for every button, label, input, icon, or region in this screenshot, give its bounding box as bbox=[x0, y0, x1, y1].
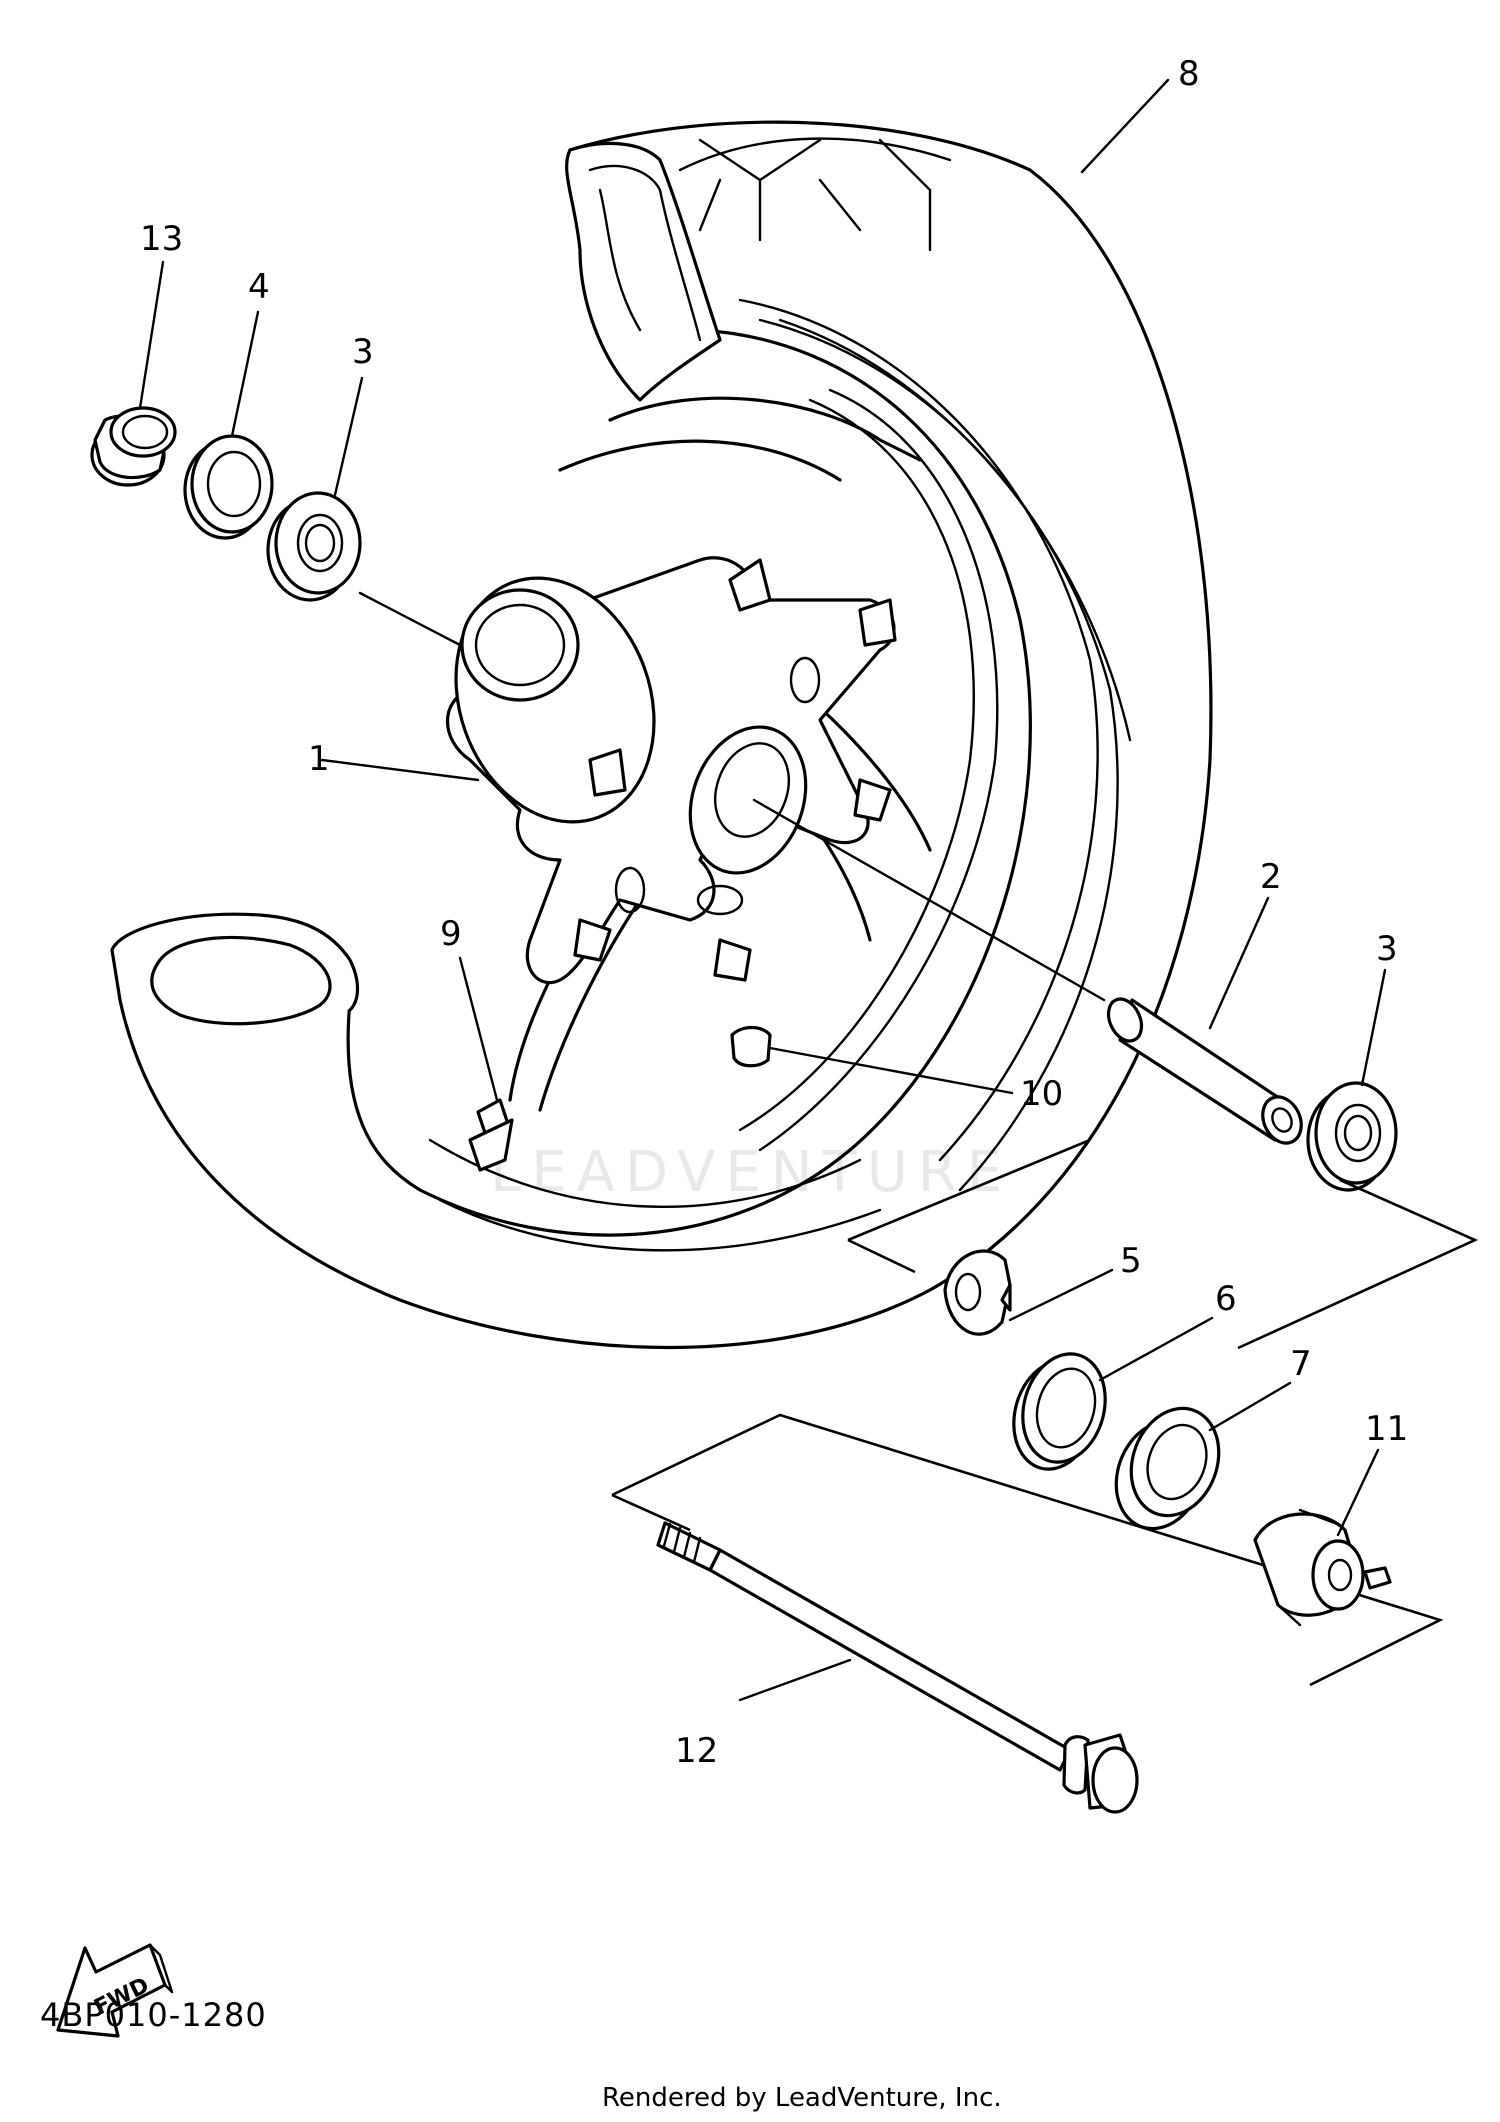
callout-7: 7 bbox=[1290, 1344, 1312, 1384]
bearing-left bbox=[266, 491, 362, 602]
callout-3-right: 3 bbox=[1376, 929, 1398, 969]
fwd-arrow: FWD bbox=[56, 1943, 174, 2038]
air-valve bbox=[468, 1098, 514, 1172]
render-credit: Rendered by LeadVenture, Inc. bbox=[602, 2083, 1002, 2113]
meter-clutch bbox=[943, 1249, 1012, 1336]
wheel-hub bbox=[446, 388, 999, 1152]
part-diagram-code: 4BP010-1280 bbox=[40, 1996, 267, 2034]
callout-3-left: 3 bbox=[352, 332, 374, 372]
callout-8: 8 bbox=[1178, 54, 1200, 94]
oil-seal-right bbox=[1012, 1352, 1107, 1471]
spacer bbox=[1106, 997, 1303, 1145]
callout-4: 4 bbox=[248, 267, 270, 307]
leader-lines bbox=[138, 78, 1387, 1702]
oil-seal-left bbox=[183, 434, 274, 540]
callout-labels: 1 2 3 3 4 5 6 7 8 9 10 11 12 13 bbox=[140, 54, 1408, 1771]
axle-nut bbox=[1253, 1508, 1392, 1627]
callout-9: 9 bbox=[440, 914, 462, 954]
callout-12: 12 bbox=[675, 1731, 718, 1771]
tire bbox=[110, 120, 1213, 1350]
watermark: LEADVENTURE bbox=[490, 1140, 1013, 1205]
front-axle bbox=[656, 1521, 1139, 1814]
callout-1: 1 bbox=[308, 739, 330, 779]
collar-right bbox=[1114, 1406, 1221, 1531]
callout-10: 10 bbox=[1020, 1074, 1063, 1114]
assembly-brackets bbox=[611, 1138, 1479, 1687]
callout-11: 11 bbox=[1365, 1409, 1408, 1449]
callout-13: 13 bbox=[140, 219, 183, 259]
bearing-right bbox=[1306, 1081, 1398, 1192]
callout-6: 6 bbox=[1215, 1279, 1237, 1319]
callout-5: 5 bbox=[1120, 1241, 1142, 1281]
balance-weight bbox=[730, 1025, 772, 1068]
collar bbox=[90, 406, 177, 487]
callout-2: 2 bbox=[1260, 857, 1282, 897]
